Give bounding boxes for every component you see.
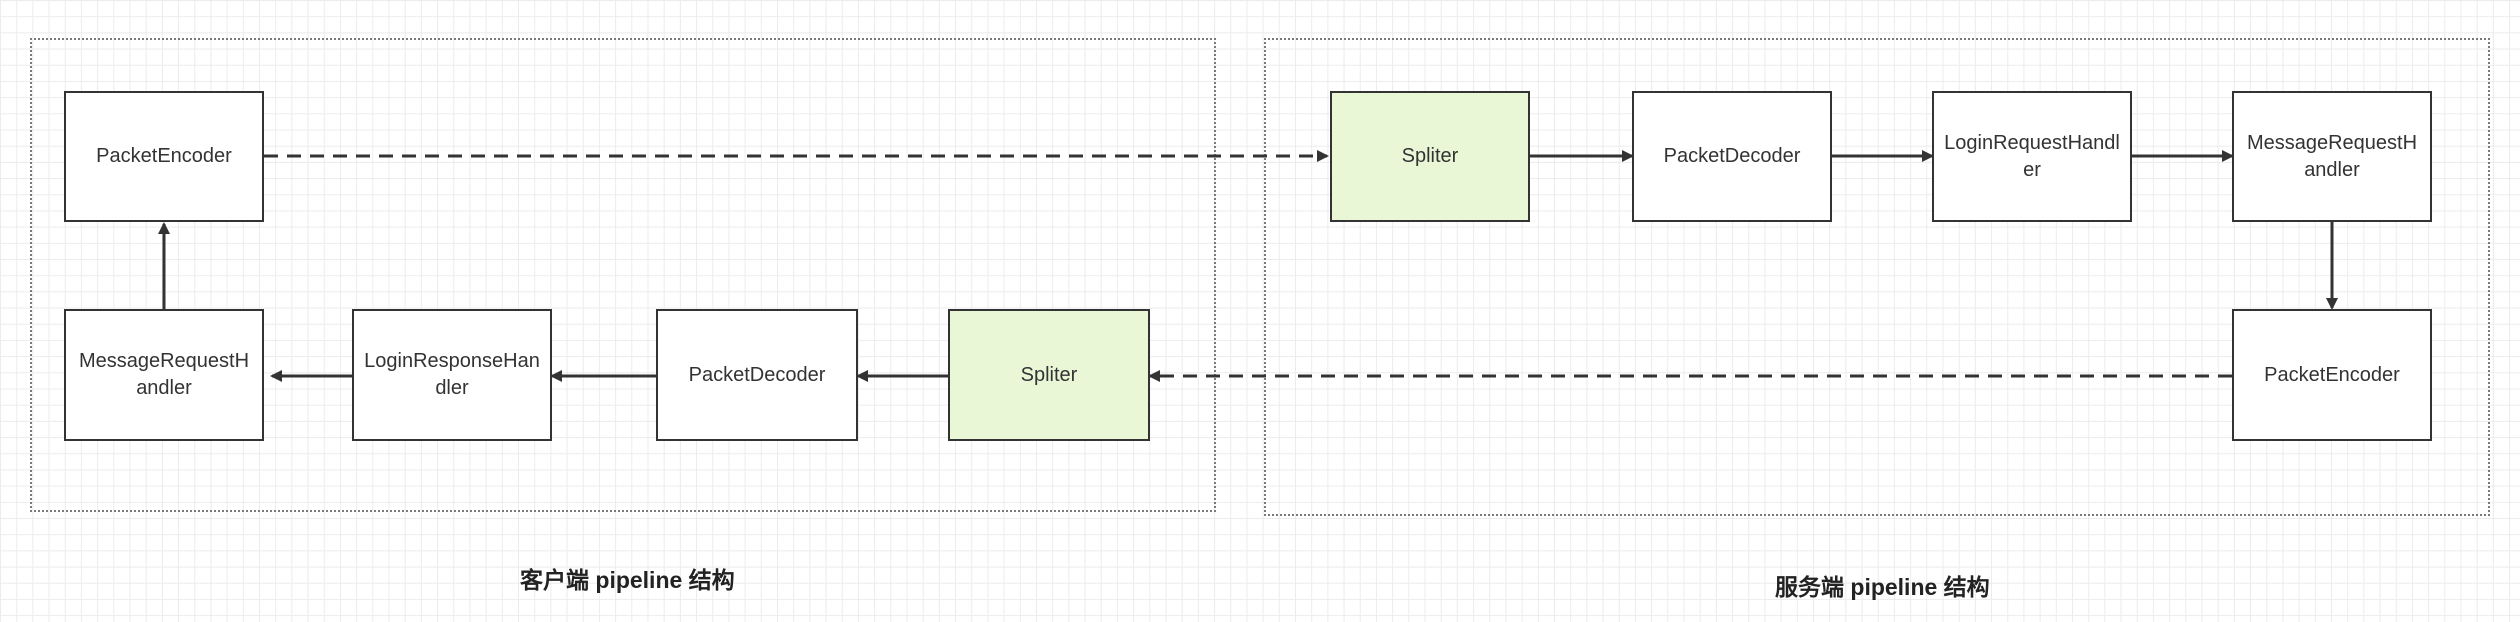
server-message-request-handler-node[interactable]: MessageRequestHandler	[2232, 91, 2432, 222]
client-message-request-handler-node[interactable]: MessageRequestHandler	[64, 309, 264, 441]
node-label: Spliter	[1020, 363, 1078, 386]
node-label: Spliter	[1401, 145, 1459, 167]
server-spliter-node[interactable]: Spliter	[1330, 91, 1530, 222]
server-login-request-handler-node[interactable]: LoginRequestHandler	[1932, 91, 2132, 222]
node-label: PacketDecoder	[688, 363, 826, 386]
node-label: LoginResponseHandler	[364, 350, 540, 399]
server-packet-encoder-node[interactable]: PacketEncoder	[2232, 309, 2432, 441]
server-pipeline-caption: 服务端 pipeline 结构	[1775, 574, 1990, 600]
client-packet-encoder-node[interactable]: PacketEncoder	[64, 91, 264, 222]
node-label: LoginRequestHandler	[1944, 131, 2120, 181]
client-pipeline-group	[30, 38, 1216, 512]
node-label: MessageRequestHandler	[2246, 131, 2418, 181]
node-label: PacketDecoder	[1663, 145, 1801, 167]
client-spliter-node[interactable]: Spliter	[948, 309, 1150, 441]
client-pipeline-caption: 客户端 pipeline 结构	[520, 567, 735, 593]
node-label: MessageRequestHandler	[78, 350, 250, 399]
client-login-response-handler-node[interactable]: LoginResponseHandler	[352, 309, 552, 441]
node-label: PacketEncoder	[2264, 363, 2400, 386]
server-packet-decoder-node[interactable]: PacketDecoder	[1632, 91, 1832, 222]
client-packet-decoder-node[interactable]: PacketDecoder	[656, 309, 858, 441]
node-label: PacketEncoder	[96, 145, 232, 167]
server-pipeline-group	[1264, 38, 2490, 516]
